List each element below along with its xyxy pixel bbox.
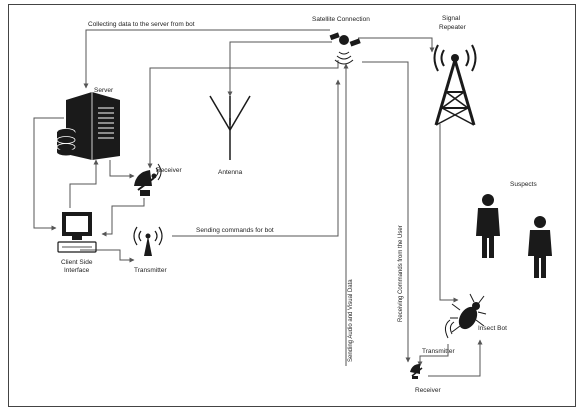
server-label: Server: [94, 87, 114, 94]
antenna-icon: [210, 96, 250, 160]
client-side-label-1: Client Side: [61, 259, 93, 266]
insect-bot-label: Insect Bot: [478, 325, 507, 332]
satellite-receiver-line: [150, 60, 338, 168]
repeater-bot-line: [440, 124, 458, 300]
computer-icon: [58, 212, 96, 252]
transmitter-left-label: Transmitter: [134, 267, 167, 274]
collecting-data-label: Collecting data to the server from bot: [88, 21, 195, 28]
transmitter-icon: [134, 227, 162, 256]
suspects-label: Suspects: [510, 181, 537, 188]
sending-commands-line: [172, 80, 338, 236]
antenna-label: Antenna: [218, 169, 243, 176]
client-server-line: [70, 160, 96, 208]
client-side-label-2: Interface: [64, 267, 90, 274]
server-receiver-line: [110, 160, 134, 176]
transmitter-bot-label: Transmitter: [422, 348, 455, 355]
signal-repeater-label-2: Repeater: [439, 24, 467, 31]
receiver-top-label: Receiver: [156, 167, 182, 174]
sending-commands-label: Sending commands for bot: [196, 227, 274, 234]
satellite-label: Satellite Connection: [312, 16, 370, 23]
receiver-bottom-icon: [410, 364, 422, 379]
suspect-person-icon: [476, 194, 500, 258]
receiver-client-line: [102, 198, 144, 234]
satellite-icon: [330, 32, 361, 64]
collecting-data-line: [86, 30, 330, 88]
suspect-person-icon: [528, 216, 552, 278]
satellite-antenna-line: [230, 42, 332, 96]
receiving-commands-label: Receiving Commands from the User: [398, 225, 404, 322]
signal-repeater-icon: [435, 45, 476, 125]
receiver-bottom-label: Receiver: [415, 387, 441, 394]
server-icon: [57, 92, 120, 160]
satellite-repeater-line: [358, 38, 432, 52]
signal-repeater-label-1: Signal: [442, 15, 461, 22]
receiver-bot-line: [428, 340, 480, 376]
sending-audio-label: Sending Audio and Visual Data: [348, 279, 354, 362]
